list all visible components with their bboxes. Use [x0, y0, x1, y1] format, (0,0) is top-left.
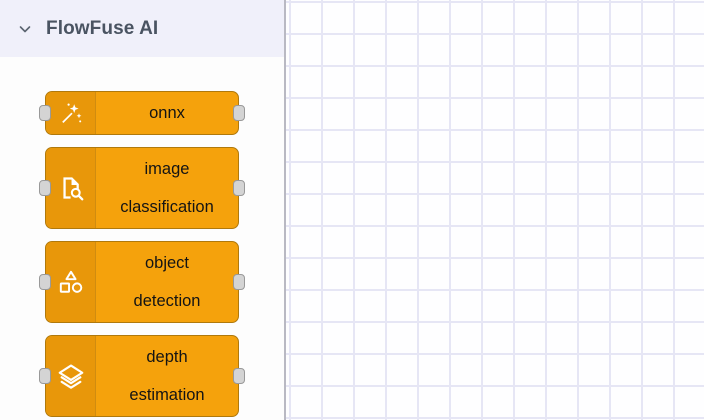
- palette-node-label: onnx: [149, 104, 185, 122]
- layers-icon: [46, 336, 96, 416]
- palette-node-image-classification[interactable]: image classification: [39, 147, 245, 229]
- palette-node-label: image classification: [96, 148, 238, 228]
- node-output-port[interactable]: [233, 105, 245, 121]
- palette-category-title: FlowFuse AI: [46, 17, 159, 39]
- node-input-port[interactable]: [39, 274, 51, 290]
- node-input-port[interactable]: [39, 105, 51, 121]
- document-search-icon: [46, 148, 96, 228]
- palette-node-depth-estimation[interactable]: depth estimation: [39, 335, 245, 417]
- node-label-line: classification: [120, 198, 214, 216]
- node-label-line: object: [144, 254, 190, 272]
- palette-node-object-detection[interactable]: object detection: [39, 241, 245, 323]
- node-input-port[interactable]: [39, 180, 51, 196]
- magic-wand-icon: [46, 92, 96, 134]
- node-output-port[interactable]: [233, 274, 245, 290]
- node-output-port[interactable]: [233, 368, 245, 384]
- node-label-line: estimation: [129, 386, 205, 404]
- palette-node-onnx[interactable]: onnx: [39, 91, 245, 135]
- shapes-icon: [46, 242, 96, 322]
- node-palette: FlowFuse AI onnx: [0, 0, 286, 420]
- palette-node-label: depth estimation: [96, 336, 238, 416]
- node-label-line: detection: [133, 292, 201, 310]
- node-label-line: image: [144, 160, 190, 178]
- chevron-down-icon[interactable]: [14, 18, 36, 40]
- palette-category-header[interactable]: FlowFuse AI: [0, 0, 284, 57]
- node-label-line: depth: [146, 348, 188, 366]
- node-output-port[interactable]: [233, 180, 245, 196]
- node-input-port[interactable]: [39, 368, 51, 384]
- palette-node-label: object detection: [96, 242, 238, 322]
- palette-node-list: onnx image classification: [0, 57, 284, 420]
- flow-canvas[interactable]: [286, 0, 704, 420]
